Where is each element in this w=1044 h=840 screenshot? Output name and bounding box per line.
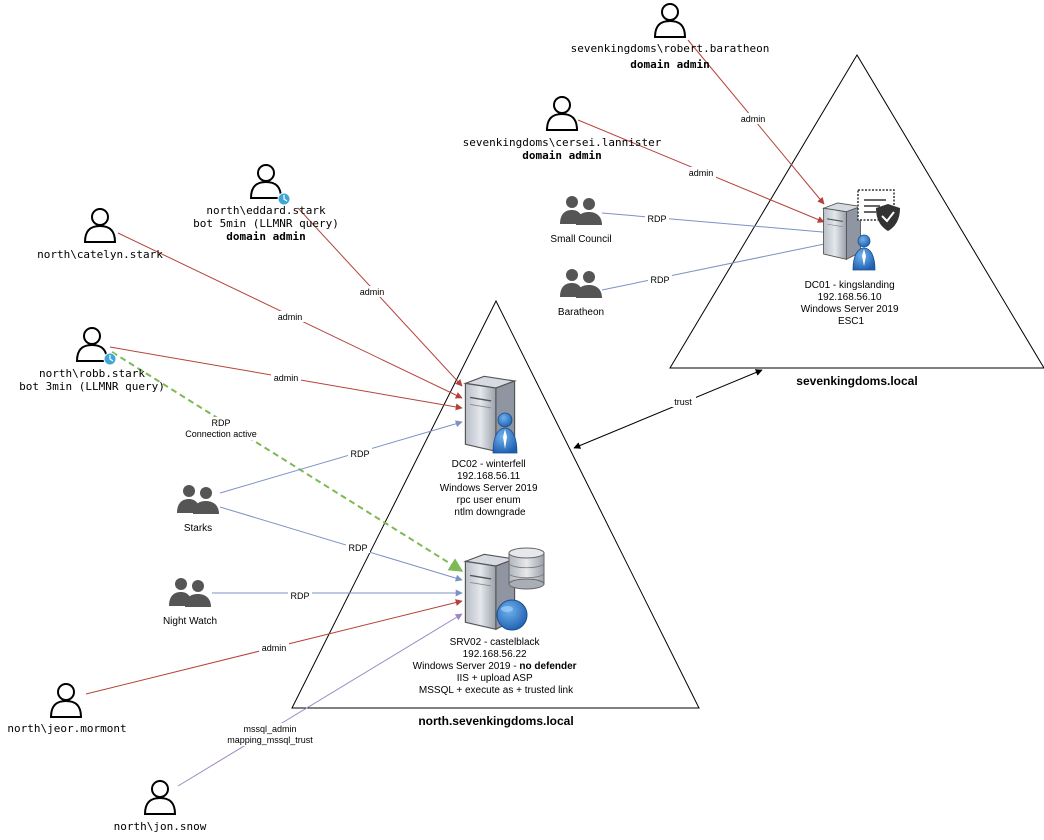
user-icon <box>76 327 108 362</box>
server-srv02-line-2: 192.168.56.22 <box>463 649 527 660</box>
server-srv02-no-defender: no defender <box>519 661 576 672</box>
group-starks[interactable]: Starks <box>177 485 219 534</box>
edge-labels: admin admin RDP RDP admin admin admin RD… <box>182 113 768 746</box>
bot-clock-icon <box>103 352 117 366</box>
domain-controller-user-icon <box>492 412 518 454</box>
user-icon <box>144 780 176 815</box>
server-srv02-line-1: SRV02 - castelblack <box>450 637 541 648</box>
server-icon <box>822 202 862 260</box>
user-eddard-name: north\eddard.stark <box>206 204 326 217</box>
database-icon <box>508 547 545 590</box>
user-eddard-note: bot 5min (LLMNR query) <box>193 217 339 230</box>
user-robb-name: north\robb.stark <box>39 367 145 380</box>
group-small-council[interactable]: Small Council <box>550 196 612 245</box>
group-night-watch[interactable]: Night Watch <box>163 578 217 627</box>
user-icon <box>50 683 82 718</box>
server-srv02-line-4: IIS + upload ASP <box>457 673 533 684</box>
group-small-council-label: Small Council <box>550 234 611 245</box>
edge-label-starks-dc02: RDP <box>350 449 369 459</box>
group-baratheon[interactable]: Baratheon <box>558 269 604 318</box>
user-catelyn-stark[interactable]: north\catelyn.stark <box>37 208 163 261</box>
group-icon <box>560 196 602 225</box>
edge-small-council-dc01 <box>601 212 835 236</box>
user-jon-snow[interactable]: north\jon.snow <box>114 780 207 833</box>
server-srv02-line-5: MSSQL + execute as + trusted link <box>419 685 574 696</box>
edge-label-robb-srv02-line1: RDP <box>211 418 230 428</box>
server-dc01-line-1: DC01 - kingslanding <box>805 280 895 291</box>
edge-robb-srv02-rdp-active <box>111 351 464 572</box>
server-dc02[interactable]: DC02 - winterfell 192.168.56.11 Windows … <box>440 375 541 518</box>
edge-baratheon-dc01 <box>601 239 835 291</box>
certificate-shield-icon <box>857 189 900 231</box>
edge-label-catelyn-dc02: admin <box>278 312 303 322</box>
edge-label-starks-srv02: RDP <box>348 543 367 553</box>
group-icon <box>177 485 219 514</box>
group-icon <box>169 578 211 607</box>
zone-north-triangle <box>291 299 700 709</box>
edge-jon-srv02 <box>177 613 463 787</box>
user-catelyn-name: north\catelyn.stark <box>37 248 163 261</box>
domain-controller-user-icon <box>852 234 876 271</box>
user-jeor-mormont[interactable]: north\jeor.mormont <box>7 683 127 735</box>
user-jeor-name: north\jeor.mormont <box>7 722 126 735</box>
edge-label-trust: trust <box>674 397 692 407</box>
server-srv02-line-3: Windows Server 2019 - no defender <box>413 661 577 672</box>
edge-label-night-watch-srv02: RDP <box>290 591 309 601</box>
server-dc01[interactable]: DC01 - kingslanding 192.168.56.10 Window… <box>801 189 902 327</box>
edge-label-robb-dc02: admin <box>274 373 299 383</box>
edge-label-cersei-dc01: admin <box>689 168 714 178</box>
user-robert-baratheon[interactable]: sevenkingdoms\robert.baratheon domain ad… <box>571 3 770 71</box>
server-dc02-label: DC02 - winterfell 192.168.56.11 Windows … <box>440 459 541 518</box>
user-icon <box>84 208 116 243</box>
user-eddard-stark[interactable]: north\eddard.stark bot 5min (LLMNR query… <box>193 164 339 243</box>
user-robert-name: sevenkingdoms\robert.baratheon <box>571 42 770 55</box>
server-srv02-label: SRV02 - castelblack 192.168.56.22 Window… <box>413 637 580 696</box>
server-dc02-line-1: DC02 - winterfell <box>452 459 526 470</box>
server-dc01-line-4: ESC1 <box>838 316 865 327</box>
edge-label-small-council-dc01: RDP <box>647 214 666 224</box>
user-cersei-lannister[interactable]: sevenkingdoms\cersei.lannister domain ad… <box>463 96 662 162</box>
user-jon-name: north\jon.snow <box>114 820 207 833</box>
user-icon <box>250 164 282 199</box>
edge-starks-srv02 <box>219 506 463 582</box>
edge-label-robb-srv02-line2: Connection active <box>185 429 257 439</box>
user-robb-stark[interactable]: north\robb.stark bot 3min (LLMNR query) <box>19 327 165 393</box>
server-dc02-line-2: 192.168.56.11 <box>457 471 521 482</box>
user-cersei-role: domain admin <box>522 149 601 162</box>
edge-label-eddard-dc02: admin <box>360 287 385 297</box>
zone-sevenkingdoms-triangle <box>669 54 1044 369</box>
user-cersei-name: sevenkingdoms\cersei.lannister <box>463 136 662 149</box>
server-srv02-line-3-prefix: Windows Server 2019 - <box>413 661 520 672</box>
bot-clock-icon <box>277 192 291 206</box>
edge-starks-dc02 <box>219 420 463 494</box>
zone-sevenkingdoms-label: sevenkingdoms.local <box>796 374 917 388</box>
server-dc02-line-3: Windows Server 2019 <box>440 483 538 494</box>
server-dc01-line-3: Windows Server 2019 <box>801 304 899 315</box>
server-dc01-label: DC01 - kingslanding 192.168.56.10 Window… <box>801 280 902 327</box>
group-night-watch-label: Night Watch <box>163 616 217 627</box>
web-globe-icon <box>496 599 528 631</box>
user-eddard-role: domain admin <box>226 230 305 243</box>
group-starks-label: Starks <box>184 523 212 534</box>
group-baratheon-label: Baratheon <box>558 307 604 318</box>
edge-label-jeor-srv02: admin <box>262 643 287 653</box>
user-icon <box>654 3 686 38</box>
server-dc02-line-4: rpc user enum <box>457 495 521 506</box>
zone-north-label: north.sevenkingdoms.local <box>418 714 573 728</box>
edge-label-robert-dc01: admin <box>741 114 766 124</box>
group-icon <box>560 269 602 298</box>
edge-trust <box>573 369 763 449</box>
edge-label-baratheon-dc01: RDP <box>650 275 669 285</box>
server-srv02[interactable]: SRV02 - castelblack 192.168.56.22 Window… <box>413 547 580 696</box>
server-dc01-line-2: 192.168.56.10 <box>818 292 882 303</box>
edge-label-jon-srv02-line2: mapping_mssql_trust <box>227 735 313 745</box>
user-robert-role: domain admin <box>630 58 709 71</box>
user-robb-note: bot 3min (LLMNR query) <box>19 380 165 393</box>
user-icon <box>546 96 578 131</box>
server-dc02-line-5: ntlm downgrade <box>454 507 526 518</box>
edge-label-jon-srv02-line1: mssql_admin <box>243 724 296 734</box>
